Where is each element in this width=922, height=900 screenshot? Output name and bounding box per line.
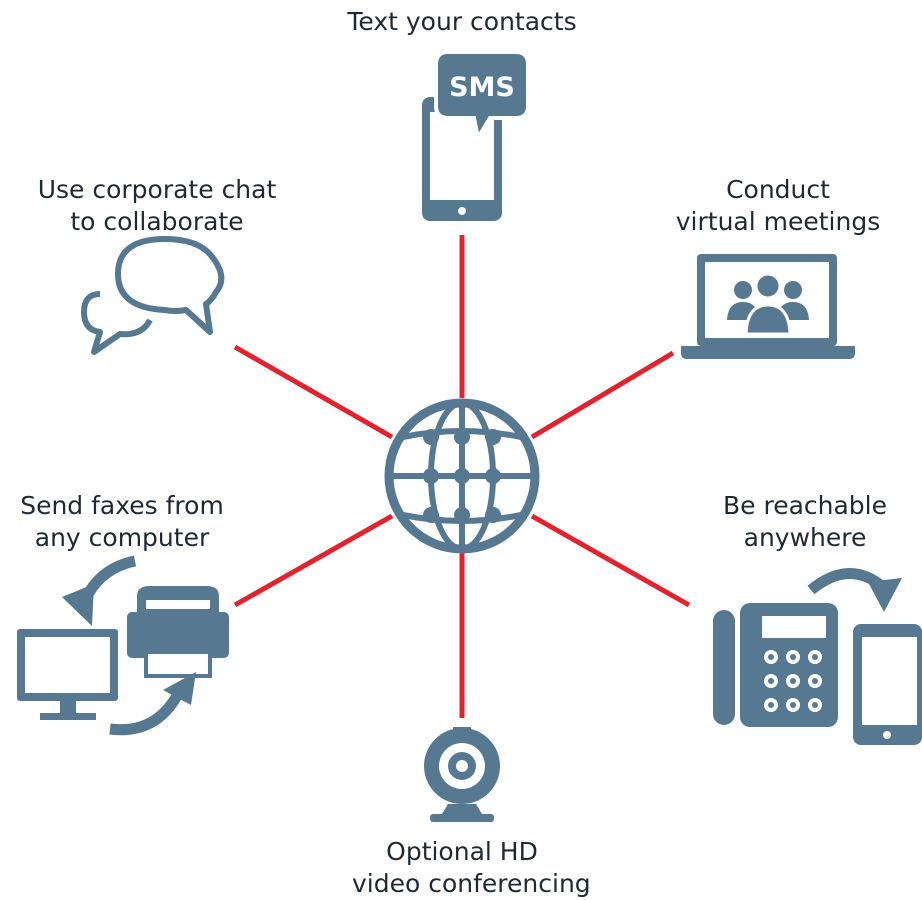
computer-fax-icon	[17, 555, 229, 736]
label-fax: Send faxes from any computer	[20, 491, 224, 552]
label-sms: Text your contacts	[347, 7, 577, 36]
sms-badge-text: SMS	[449, 72, 515, 103]
desk-phone-to-tablet-icon	[713, 568, 922, 745]
connector-meetings	[530, 350, 675, 440]
connectors	[233, 235, 691, 718]
connector-chat	[233, 344, 394, 440]
laptop-meeting-icon	[681, 254, 855, 359]
sms-phone-icon: SMS	[422, 50, 530, 221]
connector-fax	[233, 513, 394, 608]
webcam-icon	[424, 727, 500, 822]
label-chat: Use corporate chat to collaborate	[37, 175, 277, 236]
chat-bubbles-icon	[81, 236, 225, 355]
label-meetings: Conduct virtual meetings	[675, 175, 881, 236]
label-reachable: Be reachable anywhere	[722, 491, 887, 552]
label-video: Optional HD video conferencing	[352, 837, 591, 898]
connector-reachable	[530, 513, 691, 608]
globe-icon	[384, 398, 540, 554]
